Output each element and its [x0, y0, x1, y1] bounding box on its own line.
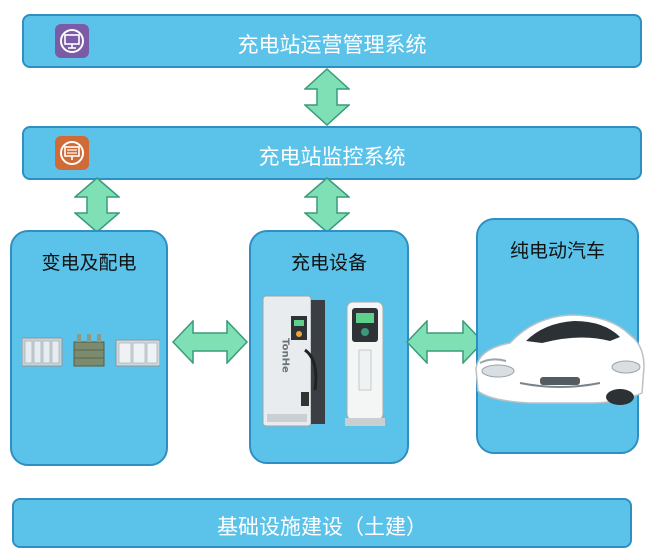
- charging-equipment-panel: 充电设备 TonHe: [249, 230, 409, 464]
- dc-charger-image: [262, 295, 325, 427]
- electric-vehicle-panel: 纯电动汽车: [476, 218, 639, 454]
- infrastructure-title: 基础设施建设（土建）: [217, 515, 427, 539]
- monitoring-system-bar: 充电站监控系统: [22, 126, 642, 180]
- operations-management-title: 充电站运营管理系统: [237, 33, 427, 57]
- charging-equipment-title: 充电设备: [290, 252, 367, 274]
- ac-charger-image: [345, 301, 385, 426]
- monitor-settings-icon: [55, 24, 89, 58]
- double-arrow-vertical-top: [304, 68, 350, 126]
- charger-brand-label: TonHe: [279, 338, 291, 373]
- substation-panel: 变电及配电: [10, 230, 168, 466]
- substation-title: 变电及配电: [41, 252, 137, 274]
- double-arrow-vertical-substation: [74, 177, 120, 233]
- monitoring-system-title: 充电站监控系统: [258, 145, 406, 169]
- substation-equipment-image: [22, 334, 160, 367]
- double-arrow-vertical-charging: [304, 177, 350, 233]
- electric-car-image: [475, 314, 645, 405]
- electric-vehicle-title: 纯电动汽车: [509, 240, 605, 262]
- operations-management-bar: 充电站运营管理系统: [22, 14, 642, 68]
- infrastructure-bar: 基础设施建设（土建）: [12, 498, 632, 548]
- monitoring-station-icon: [55, 136, 89, 170]
- double-arrow-horizontal-left: [172, 320, 248, 364]
